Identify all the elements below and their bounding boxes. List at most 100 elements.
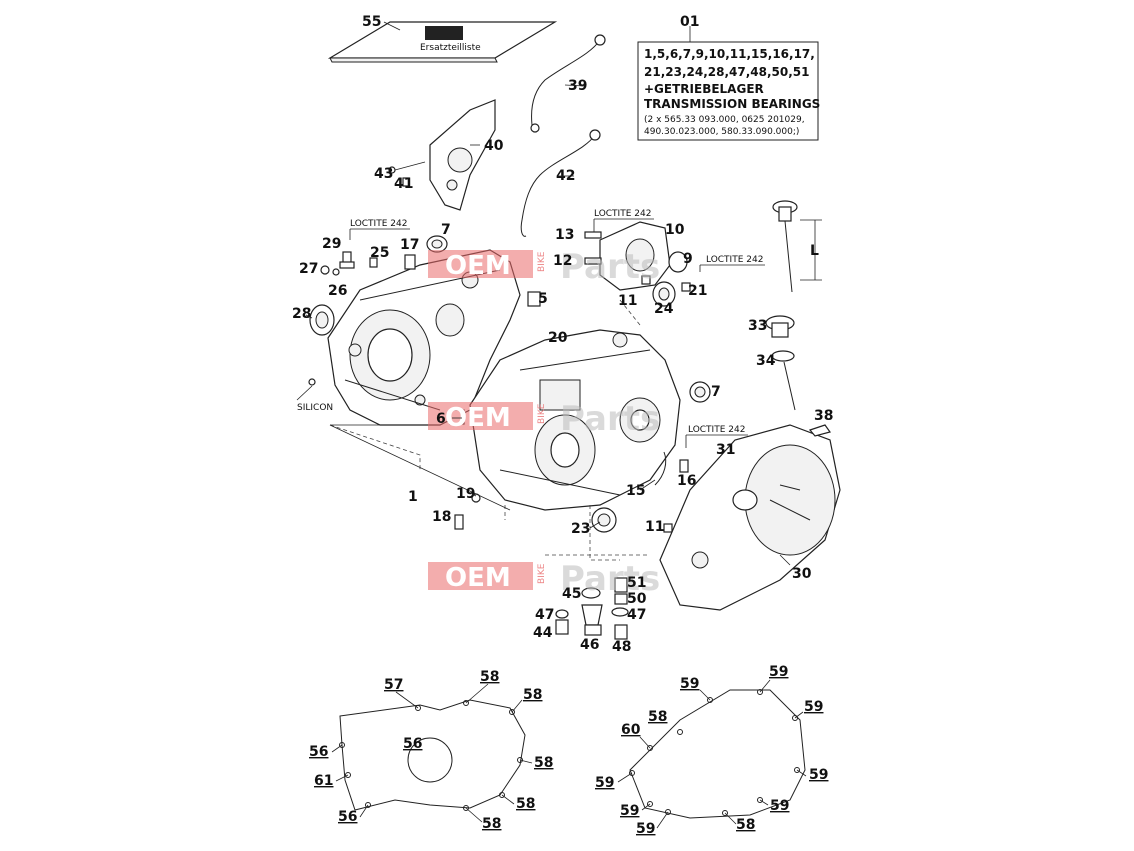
label-10: 10 (665, 222, 685, 238)
part-10-bearing-carrier (584, 221, 691, 307)
part-40-cover (388, 99, 496, 211)
watermark-oem-1: OEM (445, 251, 511, 281)
watermark-parts-1: Parts (560, 247, 660, 287)
label-6: 6 (436, 411, 446, 427)
label-43: 43 (374, 166, 393, 182)
label-58-e: 58 (482, 816, 501, 832)
label-28: 28 (292, 306, 311, 322)
label-30: 30 (792, 566, 812, 582)
small-parts-left (308, 235, 541, 386)
label-19: 19 (456, 486, 475, 502)
watermark-1: OEM BIKE Parts (428, 247, 660, 287)
part-28-seal (309, 304, 335, 336)
label-59-a: 59 (680, 676, 699, 692)
watermark-bike-1: BIKE (537, 251, 547, 272)
label-59-e: 59 (595, 775, 614, 791)
label-18: 18 (432, 509, 451, 525)
part-leaders (305, 21, 791, 566)
label-25: 25 (370, 245, 389, 261)
kit-box-line1: 1,5,6,7,9,10,11,15,16,17, (644, 47, 815, 61)
watermark-2: OEM BIKE Parts (428, 399, 660, 439)
kit-box-line2: 21,23,24,28,47,48,50,51 (644, 65, 810, 79)
label-59-f: 59 (770, 798, 789, 814)
label-41: 41 (394, 176, 413, 192)
label-56-b: 56 (403, 736, 422, 752)
label-38: 38 (814, 408, 833, 424)
label-56-a: 56 (309, 744, 328, 760)
label-5: 5 (538, 291, 548, 307)
label-59-g: 59 (620, 803, 639, 819)
label-45: 45 (562, 586, 581, 602)
label-7-top: 7 (441, 222, 451, 238)
gasket-holes (339, 689, 800, 816)
kit-box-line5: (2 x 565.33 093.000, 0625 201029, (644, 115, 805, 125)
oil-strainer-parts (555, 577, 629, 640)
label-34: 34 (756, 353, 776, 369)
part-33-filler (765, 315, 796, 411)
label-58-a: 58 (480, 669, 499, 685)
note-loctite-4: LOCTITE 242 (688, 425, 745, 435)
part-20-right-crankcase (469, 329, 681, 511)
label-58-b: 58 (523, 687, 542, 703)
label-9: 9 (683, 251, 693, 267)
watermark-oem-3: OEM (445, 563, 511, 593)
label-1: 1 (408, 489, 418, 505)
label-58-d: 58 (516, 796, 535, 812)
label-L: L (810, 243, 819, 259)
gasket-right (629, 689, 806, 819)
label-60: 60 (621, 722, 641, 738)
watermark-bike-2: BIKE (537, 403, 547, 424)
watermark-bike-3: BIKE (537, 563, 547, 584)
label-11-bottom: 11 (645, 519, 664, 535)
watermark-parts-3: Parts (560, 559, 660, 599)
label-20: 20 (548, 330, 568, 346)
svg-text:Ersatzteilliste: Ersatzteilliste (420, 43, 481, 53)
label-12: 12 (553, 253, 572, 269)
note-loctite-3: LOCTITE 242 (706, 255, 763, 265)
label-59-b: 59 (769, 664, 788, 680)
dipstick (772, 200, 822, 293)
label-15: 15 (626, 483, 645, 499)
label-59-h: 59 (636, 821, 655, 837)
watermark-3: OEM BIKE Parts (428, 559, 660, 599)
kit-box-line4: TRANSMISSION BEARINGS (644, 97, 820, 111)
label-56-c: 56 (338, 809, 357, 825)
part-1-left-crankcase (327, 249, 521, 426)
label-7-right: 7 (711, 384, 721, 400)
part-55-manual: Ersatzteilliste (327, 21, 558, 63)
label-24: 24 (654, 301, 674, 317)
note-loctite-2: LOCTITE 242 (594, 209, 651, 219)
label-17: 17 (400, 237, 419, 253)
label-58-g: 58 (736, 817, 755, 833)
label-59-c: 59 (804, 699, 823, 715)
gasket-leaders (331, 679, 807, 829)
gasket-labels: 57 58 58 56 56 58 61 58 56 58 59 59 58 5… (309, 664, 828, 837)
label-47-left: 47 (535, 607, 554, 623)
notes: LOCTITE 242 LOCTITE 242 LOCTITE 242 LOCT… (296, 209, 765, 448)
label-29: 29 (322, 236, 341, 252)
label-33: 33 (748, 318, 767, 334)
label-13: 13 (555, 227, 574, 243)
kit-box-line6: 490.30.023.000, 580.33.090.000;) (644, 127, 799, 137)
label-44: 44 (533, 625, 553, 641)
label-55: 55 (362, 14, 381, 30)
label-16: 16 (677, 473, 696, 489)
gasket-left (339, 699, 526, 811)
label-26: 26 (328, 283, 347, 299)
guide-lines (329, 299, 650, 561)
note-silicon: SILICON (297, 403, 333, 413)
label-61: 61 (314, 773, 333, 789)
label-40: 40 (484, 138, 504, 154)
label-47-right: 47 (627, 607, 646, 623)
label-21: 21 (688, 283, 707, 299)
part-39-bracket (530, 34, 606, 133)
label-58-c: 58 (534, 755, 553, 771)
label-46: 46 (580, 637, 599, 653)
label-48: 48 (612, 639, 631, 655)
label-58-f: 58 (648, 709, 667, 725)
label-31: 31 (716, 442, 735, 458)
label-11-top: 11 (618, 293, 637, 309)
kit-box-line3: +GETRIEBELAGER (644, 82, 764, 96)
label-27: 27 (299, 261, 318, 277)
